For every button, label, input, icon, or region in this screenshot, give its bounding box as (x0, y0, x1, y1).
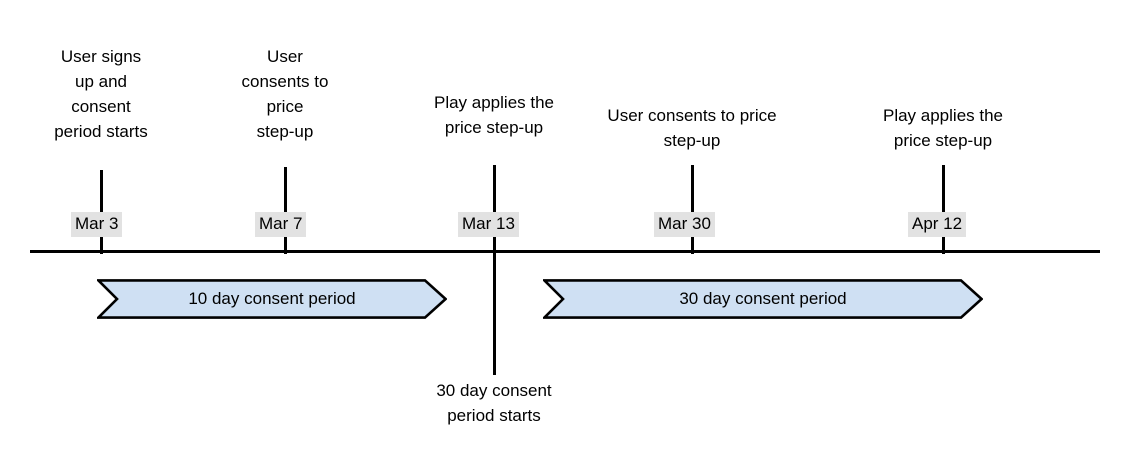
event-caption-apr-12: Play applies the price step-up (882, 106, 1004, 150)
timeline-tick-mar-7 (284, 167, 287, 254)
date-chip-apr-12: Apr 12 (908, 212, 967, 237)
below-axis-annotation-0: 30 day consent period starts (436, 381, 552, 425)
date-chip-mar-3: Mar 3 (71, 212, 123, 237)
event-caption-mar-30: User consents to price step-up (607, 106, 777, 150)
event-caption-mar-3: User signs up and consent period starts (54, 47, 148, 141)
date-chip-mar-30: Mar 30 (654, 212, 715, 237)
timeline-tick-mar-30 (691, 165, 694, 254)
timeline-axis (30, 250, 1100, 253)
event-caption-mar-13: Play applies the price step-up (433, 93, 555, 137)
period-banner-shape-30-day-consent-period (543, 279, 983, 319)
timeline-tick-apr-12 (942, 165, 945, 254)
period-banner-30-day-consent-period: 30 day consent period (543, 279, 983, 319)
date-chip-mar-7: Mar 7 (255, 212, 307, 237)
period-banner-shape-10-day-consent-period (97, 279, 447, 319)
period-banner-polygon-30-day-consent-period (543, 279, 983, 319)
event-caption-mar-7: User consents to price step-up (241, 47, 329, 141)
timeline-tick-mar-13 (493, 165, 496, 375)
date-chip-mar-13: Mar 13 (458, 212, 519, 237)
period-banner-10-day-consent-period: 10 day consent period (97, 279, 447, 319)
period-banner-polygon-10-day-consent-period (97, 279, 447, 319)
